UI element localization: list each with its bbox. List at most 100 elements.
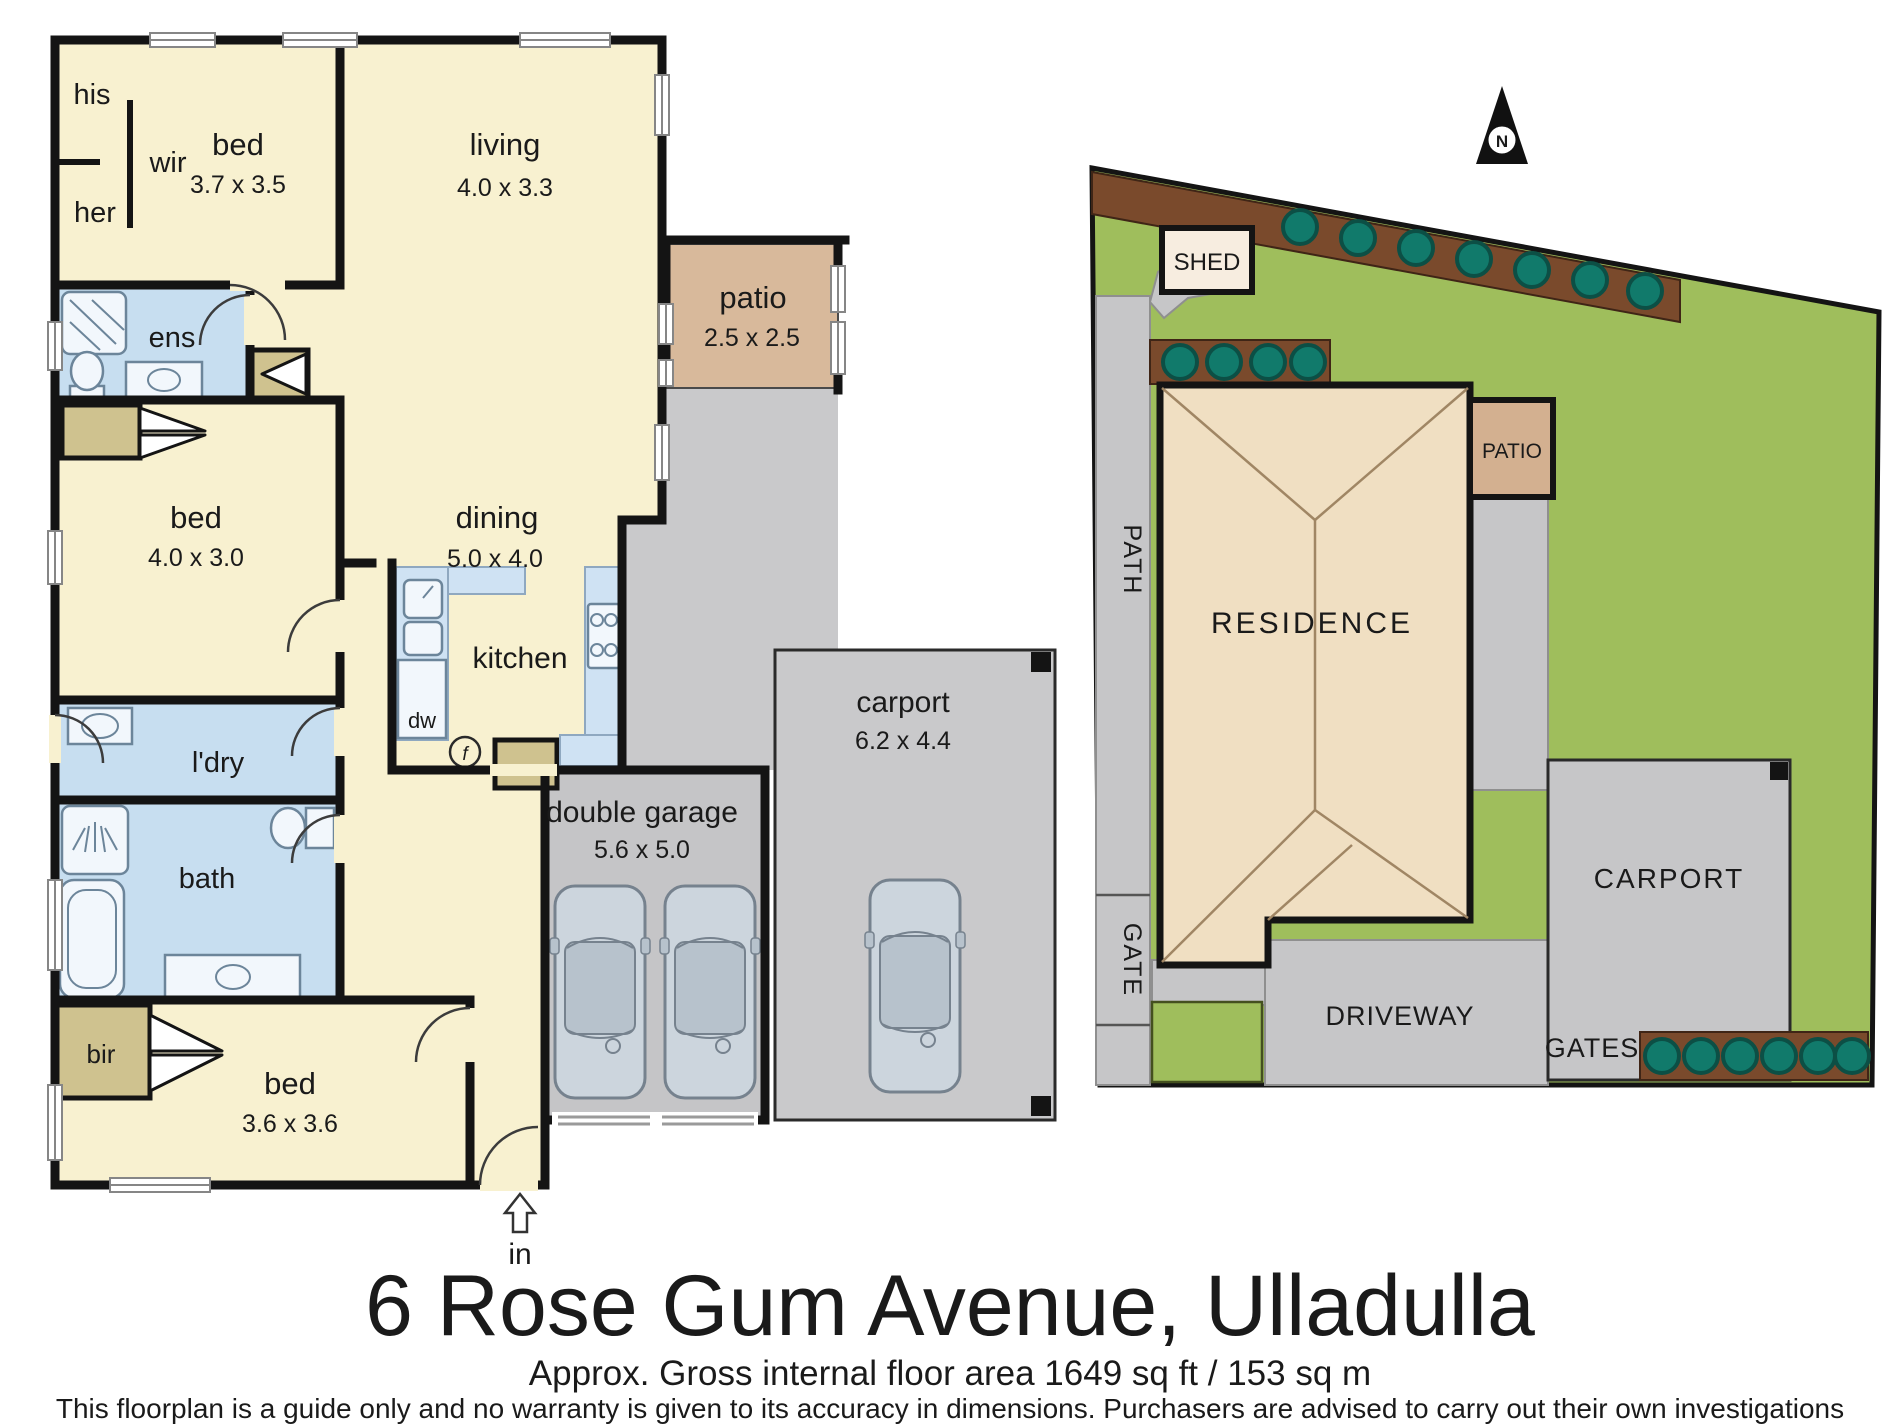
door-arc: [54, 713, 105, 764]
floor-plan: his wir her bed 3.7 x 3.5 living 4.0 x 3…: [47, 32, 1057, 1271]
bir-door-fold-icon: [148, 1053, 224, 1093]
label-residence: RESIDENCE: [1211, 607, 1413, 640]
room-label-bed2: bed: [170, 500, 222, 535]
bed2-robe: [59, 402, 143, 461]
window: [47, 530, 63, 585]
vanity-icon: [124, 360, 204, 400]
windows: [47, 32, 846, 1193]
bush-icon: [1626, 272, 1664, 310]
room-dims-garage: 5.6 x 5.0: [594, 836, 690, 864]
room-label-her: her: [74, 197, 116, 229]
bush-icon: [1289, 343, 1327, 381]
room-label-bed1: bed: [212, 127, 264, 162]
window: [830, 265, 846, 313]
room-label-wir: wir: [148, 147, 186, 179]
door-arcs: [54, 283, 539, 1186]
window: [47, 879, 63, 971]
bush-icon: [1833, 1037, 1871, 1075]
label-driveway: DRIVEWAY: [1325, 1001, 1474, 1031]
window: [654, 74, 670, 136]
bush-icon: [1339, 219, 1377, 257]
site-plan-labels: SHED PATH GATE RESIDENCE PATIO CARPORT D…: [1118, 249, 1744, 1063]
label-site-patio: PATIO: [1482, 440, 1542, 463]
kitchen-sink-icon: [402, 620, 444, 657]
robe-door-fold-icon: [260, 352, 308, 396]
window: [519, 32, 611, 48]
basin-icon: [215, 964, 251, 990]
tap-icon: [422, 585, 434, 599]
garage-door: [552, 1112, 758, 1128]
footer: 6 Rose Gum Avenue, Ulladulla Approx. Gro…: [56, 1258, 1844, 1424]
room-label-patio: patio: [719, 280, 786, 315]
door-arc: [229, 283, 287, 341]
room-label-kitchen: kitchen: [472, 642, 567, 675]
window: [282, 32, 358, 48]
label-site-carport: CARPORT: [1594, 863, 1744, 894]
bush-icon: [1721, 1037, 1759, 1075]
floor-plan-labels: his wir her bed 3.7 x 3.5 living 4.0 x 3…: [73, 79, 951, 1271]
lawn-patch: [1150, 1000, 1264, 1084]
bush-icon: [1571, 261, 1609, 299]
toilet-icon: [304, 806, 336, 850]
car-icon: [548, 884, 652, 1100]
basin-icon: [147, 368, 181, 392]
toilet-icon: [69, 350, 105, 392]
window: [47, 1084, 63, 1161]
label-shed: SHED: [1174, 249, 1241, 276]
patio-floor: [665, 243, 839, 389]
room-dims-living: 4.0 x 3.3: [457, 174, 553, 202]
room-label-carport: carport: [856, 686, 950, 719]
car-icon: [658, 884, 762, 1100]
bush-icon: [1397, 229, 1435, 267]
bush-icon: [1513, 251, 1551, 289]
door-arc: [290, 813, 341, 864]
room-label-bath: bath: [179, 863, 235, 895]
site-patio: [1467, 397, 1556, 500]
door-arc: [198, 293, 251, 346]
bathtub-icon: [58, 878, 126, 1000]
carport-post: [1770, 762, 1788, 780]
bush-icon: [1643, 1037, 1681, 1075]
disclaimer-text: This floorplan is a guide only and no wa…: [56, 1393, 1844, 1424]
room-label-bir: bir: [87, 1039, 116, 1069]
door-openings: [49, 279, 557, 1191]
bush-icon: [1249, 343, 1287, 381]
bush-icon: [1760, 1037, 1798, 1075]
room-dims-carport: 6.2 x 4.4: [855, 727, 951, 755]
room-label-ens: ens: [149, 322, 196, 354]
site-plan: N SHED PATH GATE RESIDENCE PATIO CARPORT…: [1089, 86, 1882, 1088]
carport-post: [1031, 1096, 1051, 1116]
basin-icon: [81, 713, 119, 739]
window: [109, 1177, 211, 1193]
site-carport: [1546, 758, 1792, 1082]
bush-icon: [1455, 240, 1493, 278]
site-walkway: [1469, 496, 1549, 791]
compass-north-label: N: [1496, 132, 1508, 151]
page-title: 6 Rose Gum Avenue, Ulladulla: [365, 1258, 1535, 1354]
window: [830, 321, 846, 375]
room-label-garage: double garage: [546, 796, 738, 829]
kitchen-counter: [559, 734, 623, 767]
entry-arrow-icon: [502, 1191, 538, 1234]
floor-area-text: Approx. Gross internal floor area 1649 s…: [529, 1354, 1371, 1393]
toilet-icon: [269, 806, 307, 850]
vanity-icon: [163, 953, 302, 1000]
window: [149, 32, 216, 48]
bush-icon: [1205, 343, 1243, 381]
door-arc: [478, 1125, 539, 1186]
room-label-ldry: l'dry: [192, 747, 245, 779]
path-strip: [1095, 295, 1151, 1086]
room-label-bed3: bed: [264, 1066, 316, 1101]
carport-post: [1031, 652, 1051, 672]
room-dims-bed2: 4.0 x 3.0: [148, 544, 244, 572]
window: [658, 359, 674, 387]
label-gate: GATE: [1118, 923, 1146, 997]
room-dims-dining: 5.0 x 4.0: [447, 545, 543, 573]
door-arc: [286, 598, 341, 653]
room-dims-bed3: 3.6 x 3.6: [242, 1110, 338, 1138]
label-path: PATH: [1118, 525, 1146, 596]
bir-door-fold-icon: [148, 1013, 224, 1053]
kitchen-sink-icon: [402, 578, 444, 620]
